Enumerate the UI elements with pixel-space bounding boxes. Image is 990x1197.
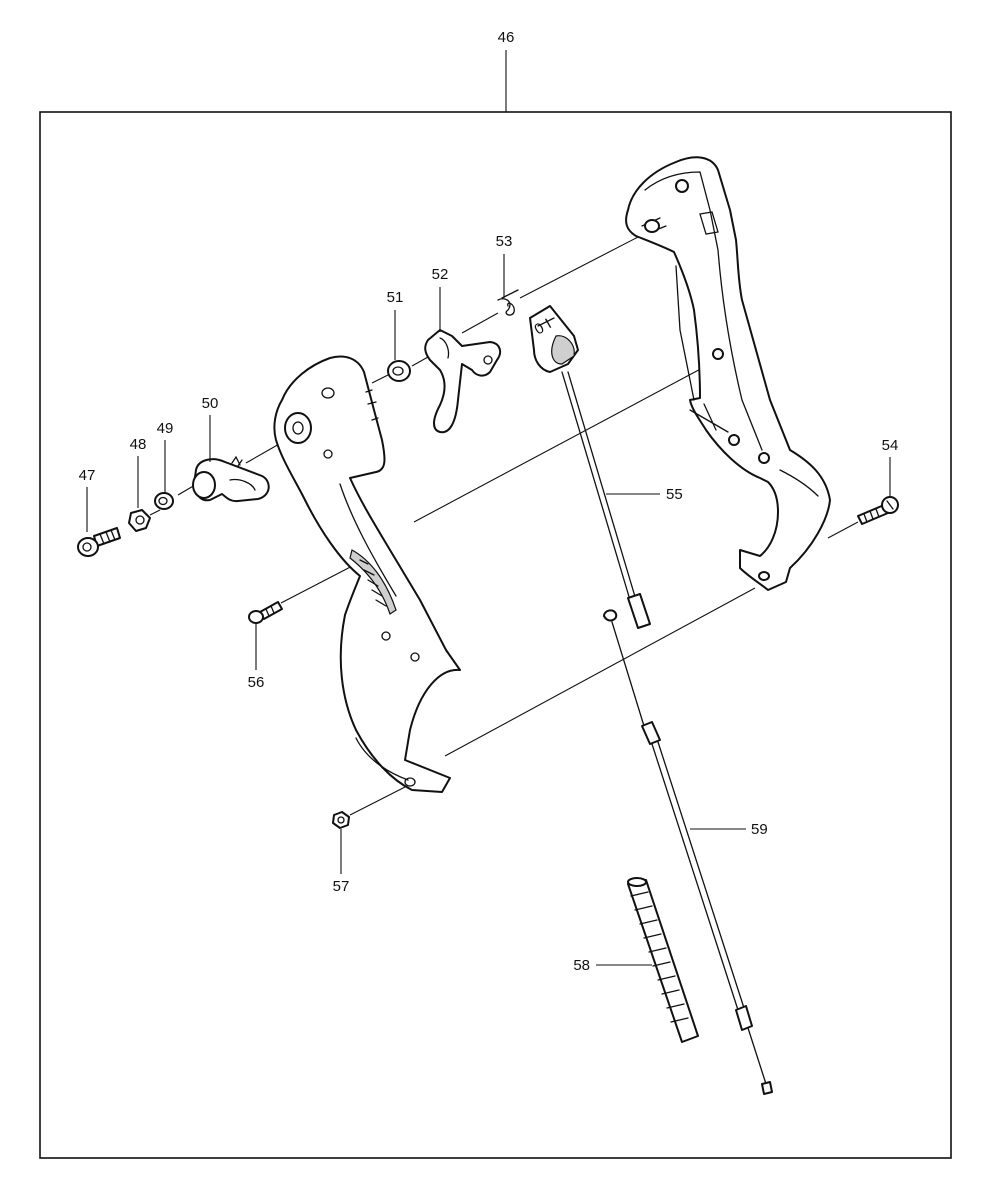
callout-58: 58 — [573, 957, 590, 974]
callout-51: 51 — [387, 289, 404, 306]
part-49-washer — [154, 492, 174, 510]
part-53-spring — [497, 289, 519, 316]
part-50-lock-lever — [192, 455, 270, 503]
part-51-bushing — [387, 360, 411, 382]
callout-55: 55 — [666, 486, 683, 503]
left-handle-half — [273, 355, 461, 793]
alignment-lines — [104, 235, 859, 816]
callout-49: 49 — [157, 420, 174, 437]
right-handle-half — [625, 156, 831, 591]
assembly-frame — [39, 111, 952, 1159]
part-52-throttle-trigger — [424, 329, 502, 434]
callout-52: 52 — [432, 266, 449, 283]
part-55-stop-switch: 0 I — [529, 305, 651, 629]
part-54-screw — [857, 496, 899, 525]
callout-leaders — [86, 254, 891, 966]
callout-57: 57 — [333, 878, 350, 895]
part-58-protective-tube — [627, 877, 699, 1043]
callout-59: 59 — [751, 821, 768, 838]
callout-47: 47 — [79, 467, 96, 484]
callout-46: 46 — [498, 29, 515, 46]
callout-56: 56 — [248, 674, 265, 691]
part-48-nut — [128, 509, 151, 532]
callout-48: 48 — [130, 436, 147, 453]
switch-marking: 0 I — [532, 315, 555, 338]
part-59-throttle-cable — [603, 609, 773, 1095]
callout-54: 54 — [882, 437, 899, 454]
part-47-socket-screw — [77, 527, 121, 557]
part-56-screw — [248, 601, 283, 624]
callout-53: 53 — [496, 233, 513, 250]
part-57-nut — [332, 811, 350, 829]
callout-50: 50 — [202, 395, 219, 412]
